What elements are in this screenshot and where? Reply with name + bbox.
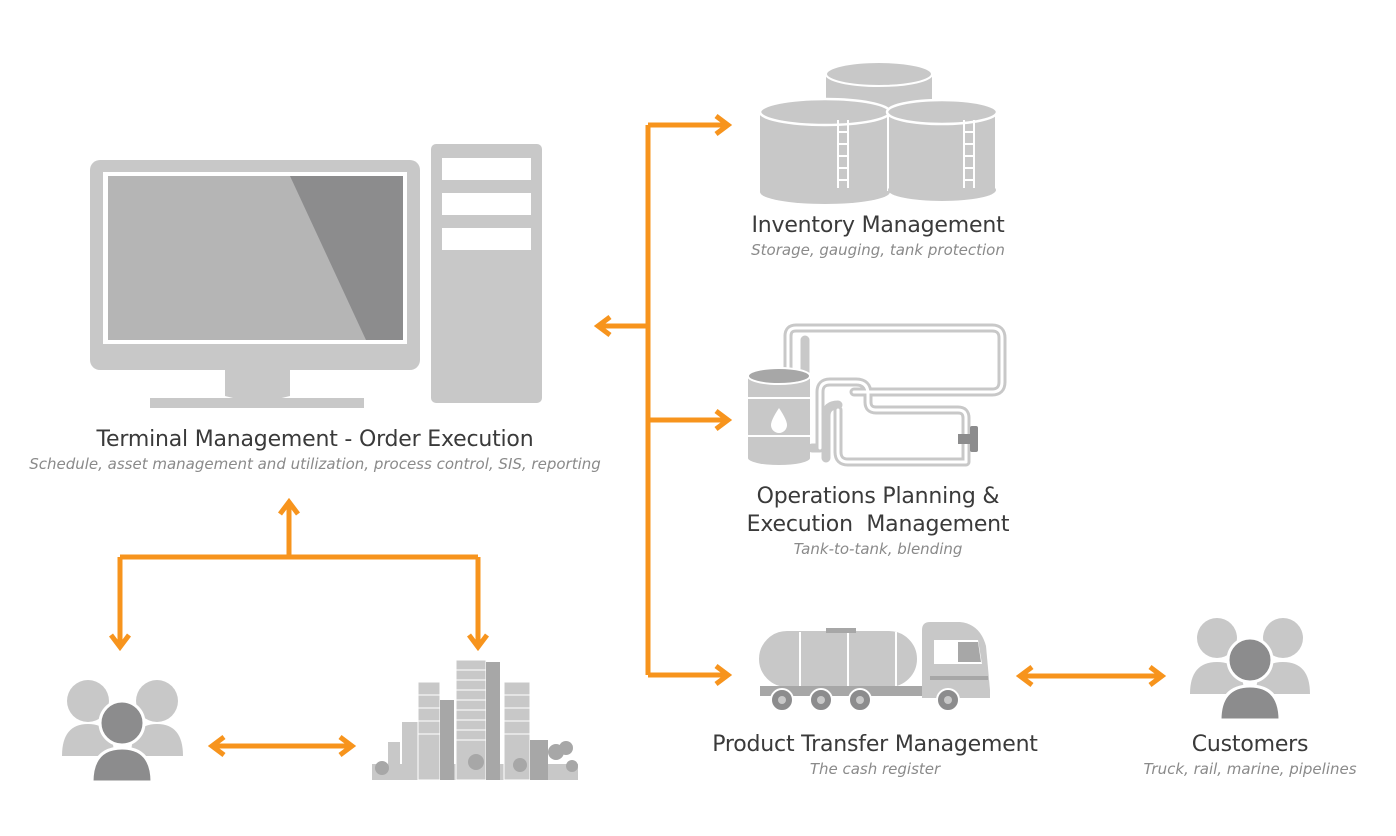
- customers-group-icon: [1190, 618, 1310, 722]
- arrowhead-up-terminal: [278, 497, 300, 516]
- operations-label: Operations Planning & Execution Manageme…: [718, 483, 1038, 559]
- arrowhead-city: [338, 735, 357, 757]
- desktop-computer-icon: [90, 144, 542, 408]
- people-group-icon: [62, 680, 183, 784]
- arrowhead-terminal: [593, 315, 612, 337]
- arrowhead-people: [207, 735, 226, 757]
- terminal-subtitle: Schedule, asset management and utilizati…: [29, 455, 601, 473]
- customers-subtitle: Truck, rail, marine, pipelines: [1143, 760, 1357, 778]
- product-transfer-subtitle: The cash register: [809, 760, 941, 778]
- terminal-label: Terminal Management - Order Execution Sc…: [20, 426, 610, 474]
- product-transfer-label: Product Transfer Management The cash reg…: [690, 731, 1060, 779]
- operations-subtitle: Tank-to-tank, blending: [793, 540, 963, 558]
- arrowhead-truck: [1015, 665, 1034, 687]
- city-buildings-icon: [372, 659, 578, 781]
- inventory-label: Inventory Management Storage, gauging, t…: [718, 212, 1038, 260]
- arrowhead-down-city: [467, 633, 489, 652]
- product-transfer-title: Product Transfer Management: [712, 732, 1038, 757]
- terminal-title: Terminal Management - Order Execution: [96, 427, 534, 452]
- pipeline-barrel-icon: [747, 323, 1007, 467]
- tanker-truck-icon: [757, 622, 990, 712]
- customers-title: Customers: [1191, 732, 1309, 757]
- arrowhead-inventory: [714, 114, 733, 136]
- arrowhead-down-people: [109, 633, 131, 652]
- arrowhead-customers: [1148, 665, 1167, 687]
- arrowhead-operations: [714, 409, 733, 431]
- arrowhead-product-transfer: [714, 664, 733, 686]
- operations-title-line1: Operations Planning &: [756, 484, 1000, 509]
- customers-label: Customers Truck, rail, marine, pipelines: [1130, 731, 1370, 779]
- operations-title-line2: Execution Management: [746, 512, 1010, 537]
- inventory-title: Inventory Management: [751, 213, 1005, 238]
- inventory-subtitle: Storage, gauging, tank protection: [751, 241, 1005, 259]
- storage-tanks-icon: [758, 61, 999, 204]
